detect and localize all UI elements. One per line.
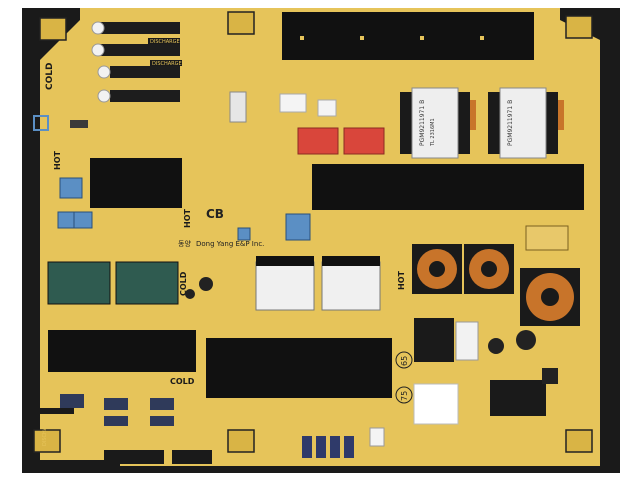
mount-hole-bottom-mid xyxy=(227,429,255,453)
film-capacitor-3 xyxy=(73,211,93,229)
mount-hole-bottom-left xyxy=(33,429,61,453)
cold-label-mid: COLD xyxy=(179,271,188,296)
pfc-inductor-2 xyxy=(115,261,179,305)
heatsink-top xyxy=(282,12,534,60)
heatsink-mid-long xyxy=(312,164,584,210)
film-capacitor-4 xyxy=(285,213,311,241)
black-mask-bottom xyxy=(22,400,120,473)
discharge-label-top-2: DISCHARGE xyxy=(152,61,182,67)
transformer-2: PGM9211971 B xyxy=(488,87,558,159)
red-capacitor-2 xyxy=(343,127,385,155)
hot-label-mid: HOT xyxy=(183,209,192,228)
common-mode-choke-2 xyxy=(464,244,514,294)
heatsink-mid-left xyxy=(90,158,182,208)
mount-hole-top-left xyxy=(39,17,67,41)
transformer-1: PGM9211971 B TL 2316M1 xyxy=(400,87,470,159)
hot-label-left: HOT xyxy=(53,151,62,170)
size-marking-65: 65 xyxy=(395,351,413,369)
film-capacitor-5 xyxy=(237,227,251,241)
manufacturer-label: Dong Yang E&P Inc. xyxy=(196,240,264,248)
mount-hole-bottom-right xyxy=(565,429,593,453)
black-mask-border-left xyxy=(22,8,80,400)
white-label-area xyxy=(413,383,459,425)
cb-mark: CB xyxy=(206,207,224,221)
flyback-transformer-2 xyxy=(321,261,381,311)
mount-hole-top-mid xyxy=(227,11,255,35)
film-capacitor-2 xyxy=(57,211,77,229)
module-white-2 xyxy=(317,99,337,117)
svg-text:75: 75 xyxy=(400,391,409,401)
svg-text:TL 2316M1: TL 2316M1 xyxy=(430,118,436,147)
electrolytic-capacitors-bottom xyxy=(302,436,354,458)
svg-text:PGM9211971 B: PGM9211971 B xyxy=(507,100,514,146)
size-marking-75: 75 xyxy=(395,386,413,404)
x-capacitor xyxy=(525,225,569,251)
black-mask-border-right xyxy=(560,8,620,473)
output-connector xyxy=(490,380,546,416)
discharge-label-top-1: DISCHARGE xyxy=(150,39,180,45)
mount-hole-top-right xyxy=(565,15,593,39)
cold-label-left: COLD xyxy=(45,63,55,90)
korean-mark: 동양 xyxy=(178,240,191,248)
cold-label-bottom: COLD xyxy=(170,377,195,386)
common-mode-choke-1 xyxy=(412,244,462,294)
fuse-module xyxy=(414,318,454,362)
pfc-inductor-1 xyxy=(47,261,111,305)
resistor-bank-top-left xyxy=(91,21,180,103)
svg-text:PGM9211971 B: PGM9211971 B xyxy=(419,100,426,146)
discharge-label-bottom: DISCHARGE xyxy=(42,416,48,446)
film-capacitor-1 xyxy=(59,177,83,199)
red-capacitor-1 xyxy=(297,127,339,155)
relay-white xyxy=(279,93,307,113)
heatsink-lower-mid xyxy=(206,338,392,398)
hot-label-right: HOT xyxy=(397,271,406,290)
bottom-connector-1 xyxy=(104,450,164,464)
svg-text:65: 65 xyxy=(400,356,409,366)
bottom-connector-2 xyxy=(172,450,212,464)
common-mode-choke-3 xyxy=(520,268,580,326)
flyback-transformer-1 xyxy=(255,261,315,311)
heatsink-lower-left xyxy=(48,330,196,372)
